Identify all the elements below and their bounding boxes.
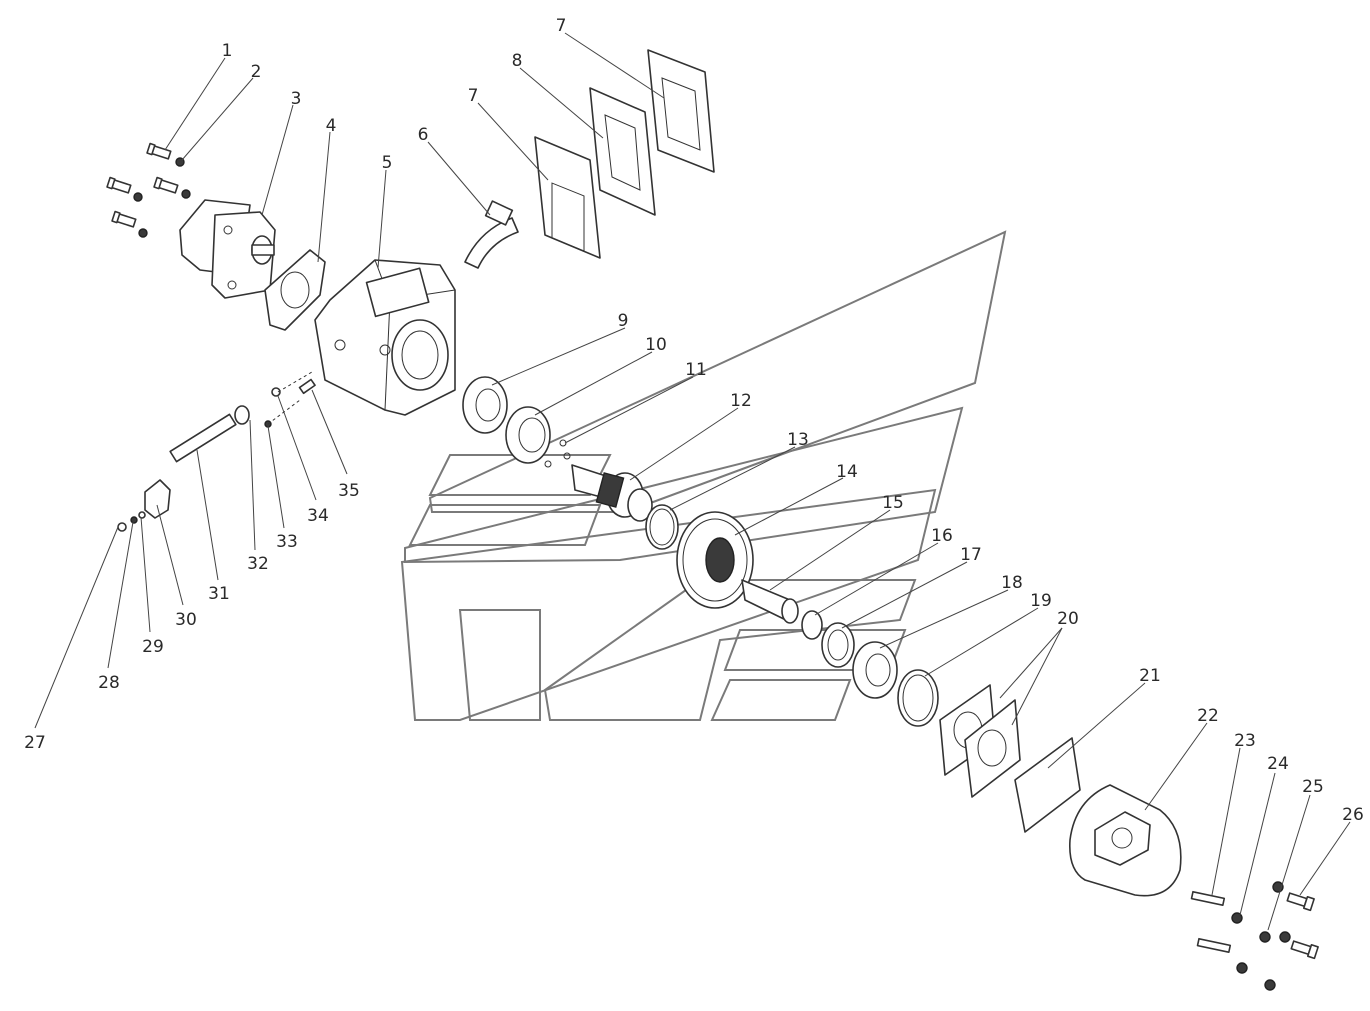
gear-14: [676, 511, 754, 609]
callout-17: 17: [960, 545, 982, 565]
fasteners-23-26: [1190, 881, 1319, 991]
end-cover-22: [1068, 784, 1182, 897]
callout-4: 4: [326, 116, 337, 136]
callout-14: 14: [836, 462, 858, 482]
shift-fork: [464, 200, 519, 269]
callout-16: 16: [931, 526, 953, 546]
bearing-18: [852, 641, 898, 699]
cover-plate-8: [589, 87, 656, 216]
callout-1: 1: [222, 41, 233, 61]
callout-26: 26: [1342, 805, 1364, 825]
seal-10: [505, 406, 551, 464]
callout-33: 33: [276, 532, 298, 552]
callout-11: 11: [685, 360, 707, 380]
callout-32: 32: [247, 554, 269, 574]
watermark-logo: [400, 230, 1007, 721]
callout-7-left: 7: [468, 86, 479, 106]
callout-21: 21: [1139, 666, 1161, 686]
callout-35: 35: [338, 481, 360, 501]
callout-7-right: 7: [556, 16, 567, 36]
leader-lines: [34, 32, 1351, 931]
bolt-group-1: [106, 142, 191, 238]
callout-18: 18: [1001, 573, 1023, 593]
callout-27: 27: [24, 733, 46, 753]
callout-31: 31: [208, 584, 230, 604]
fasteners-27-35: [117, 378, 316, 532]
splined-shaft-12: [571, 464, 653, 522]
callout-3: 3: [291, 89, 302, 109]
pto-housing: [314, 259, 456, 416]
callout-22: 22: [1197, 706, 1219, 726]
snap-ring-13: [645, 504, 679, 550]
cover-gasket-7b: [647, 49, 715, 173]
pump-gasket: [264, 249, 326, 331]
snap-ring-16: [801, 610, 823, 640]
callout-28: 28: [98, 673, 120, 693]
cover-gasket-7a: [534, 136, 601, 259]
callout-23: 23: [1234, 731, 1256, 751]
plate-21: [1014, 737, 1081, 833]
callout-20: 20: [1057, 609, 1079, 629]
callout-5: 5: [382, 153, 393, 173]
callout-19: 19: [1030, 591, 1052, 611]
callout-13: 13: [787, 430, 809, 450]
callout-34: 34: [307, 506, 329, 526]
callout-15: 15: [882, 493, 904, 513]
ring-19: [897, 669, 939, 727]
callout-2: 2: [251, 62, 262, 82]
callout-labels: 1 2 3 4 5 6 7 7 8 9 10 11 12 13 14 15 16…: [24, 16, 1364, 825]
shaft-15: [741, 579, 799, 624]
callout-10: 10: [645, 335, 667, 355]
callout-8: 8: [512, 51, 523, 71]
callout-30: 30: [175, 610, 197, 630]
bearing-9: [462, 376, 508, 434]
callout-29: 29: [142, 637, 164, 657]
hydraulic-pump: [179, 199, 276, 299]
callout-12: 12: [730, 391, 752, 411]
gaskets-20: [939, 684, 1021, 798]
callout-6: 6: [418, 125, 429, 145]
callout-9: 9: [618, 311, 629, 331]
seal-17: [821, 622, 855, 668]
callout-24: 24: [1267, 754, 1289, 774]
callout-25: 25: [1302, 777, 1324, 797]
